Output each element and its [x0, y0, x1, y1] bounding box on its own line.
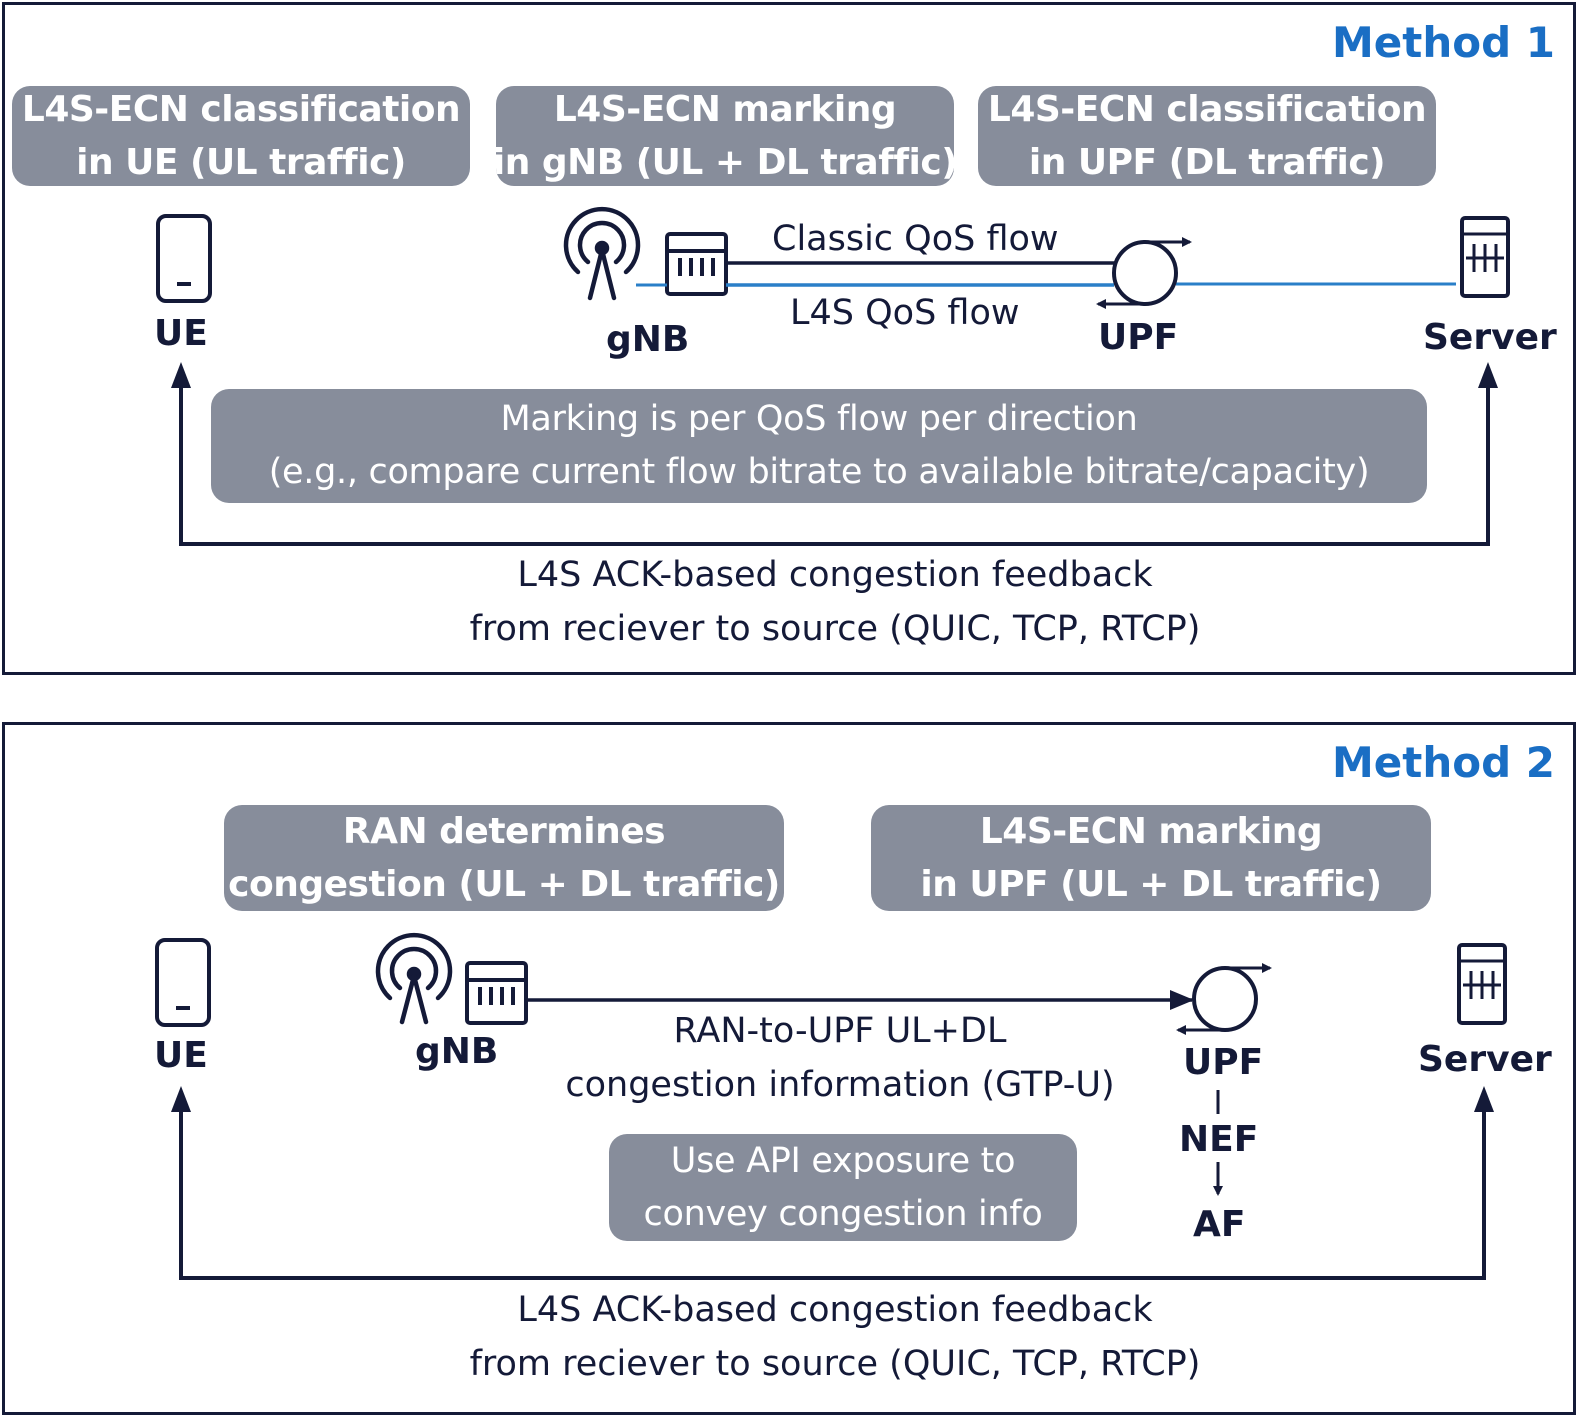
base-station-icon-2 [465, 961, 528, 1025]
upf-label-2: UPF [1183, 1042, 1264, 1083]
gnb-label-1: gNB [606, 319, 690, 360]
gnb-marking-line2: in gNB (UL + DL traffic) [496, 142, 954, 183]
classic-qos-flow-label: Classic QoS flow [772, 219, 1059, 259]
server-arrow-2 [1474, 1086, 1494, 1112]
feedback-loop-2 [179, 1106, 1486, 1280]
antenna-icon-2 [375, 933, 453, 1025]
gnb-marking-line1: L4S-ECN marking [553, 89, 897, 130]
marking-note-box: Marking is per QoS flow per direction (e… [211, 389, 1427, 503]
server-icon [1460, 216, 1510, 298]
api-exposure-box: Use API exposure to convey congestion in… [609, 1134, 1077, 1241]
server-label-2: Server [1418, 1039, 1552, 1080]
base-station-icon [665, 232, 728, 296]
feedback-text-1: L4S ACK-based congestion feedback from r… [340, 548, 1330, 656]
feedback-2-line1: L4S ACK-based congestion feedback [517, 1290, 1153, 1330]
ue-classification-line1: L4S-ECN classification [21, 89, 461, 130]
nef-label: NEF [1179, 1119, 1259, 1160]
marking-note-line1: Marking is per QoS flow per direction [500, 399, 1138, 439]
upf-classification-box: L4S-ECN classification in UPF (DL traffi… [978, 86, 1436, 186]
gnb-label-2: gNB [415, 1031, 499, 1072]
server-label-1: Server [1423, 317, 1557, 358]
method-1-title: Method 1 [1331, 18, 1555, 67]
server-icon-2 [1457, 943, 1507, 1025]
feedback-2-line2: from reciever to source (QUIC, TCP, RTCP… [469, 1344, 1201, 1384]
phone-icon-2 [155, 938, 211, 1027]
feedback-text-2: L4S ACK-based congestion feedback from r… [340, 1283, 1330, 1391]
antenna-icon [563, 207, 641, 301]
feedback-1-line2: from reciever to source (QUIC, TCP, RTCP… [469, 609, 1201, 649]
upf-marking-line2: in UPF (UL + DL traffic) [920, 864, 1382, 905]
server-arrow-1 [1478, 362, 1498, 388]
ue-label-2: UE [154, 1035, 208, 1076]
upf-classification-line1: L4S-ECN classification [987, 89, 1427, 130]
ue-classification-box: L4S-ECN classification in UE (UL traffic… [12, 86, 470, 186]
ran-congestion-line2: congestion (UL + DL traffic) [228, 864, 780, 905]
upf-classification-line2: in UPF (DL traffic) [1028, 142, 1386, 183]
ran-congestion-box: RAN determines congestion (UL + DL traff… [224, 805, 784, 911]
af-label: AF [1193, 1204, 1246, 1245]
upf-marking-box: L4S-ECN marking in UPF (UL + DL traffic) [871, 805, 1431, 911]
ue-arrow-2 [171, 1086, 191, 1112]
ue-arrow-1 [171, 362, 191, 388]
api-exposure-line2: convey congestion info [643, 1193, 1043, 1234]
feedback-1-line1: L4S ACK-based congestion feedback [517, 555, 1153, 595]
upf-label-1: UPF [1098, 317, 1179, 358]
ran-to-upf-line2: congestion information (GTP-U) [565, 1065, 1115, 1105]
phone-icon [156, 214, 212, 303]
gnb-marking-box: L4S-ECN marking in gNB (UL + DL traffic) [496, 86, 954, 186]
method-2-title: Method 2 [1331, 738, 1555, 787]
l4s-qos-flow-label: L4S QoS flow [790, 293, 1020, 333]
ran-congestion-line1: RAN determines [342, 811, 666, 852]
api-exposure-line1: Use API exposure to [670, 1140, 1016, 1181]
upf-router-icon [1096, 237, 1192, 309]
ue-label-1: UE [154, 313, 208, 354]
ran-to-upf-line1: RAN-to-UPF UL+DL [673, 1011, 1007, 1051]
ue-classification-line2: in UE (UL traffic) [76, 142, 406, 183]
feedback-loop-1 [179, 382, 1490, 546]
upf-marking-line1: L4S-ECN marking [979, 811, 1323, 852]
upf-router-icon-2 [1176, 963, 1272, 1035]
ran-to-upf-text: RAN-to-UPF UL+DL congestion information … [500, 1004, 1180, 1112]
marking-note-line2: (e.g., compare current flow bitrate to a… [268, 452, 1370, 492]
